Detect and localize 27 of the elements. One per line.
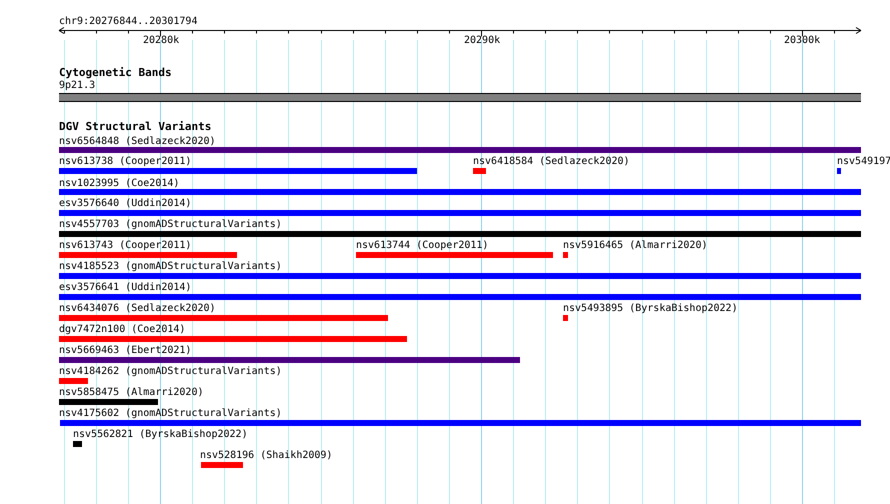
feature-label: dgv7472n100 (Coe2014) bbox=[59, 324, 186, 335]
feature-label: nsv613738 (Cooper2011) bbox=[59, 156, 192, 167]
track-title: DGV Structural Variants bbox=[59, 121, 212, 132]
feature-label: nsv6418584 (Sedlazeck2020) bbox=[473, 156, 630, 167]
feature-label: esv3576641 (Uddin2014) bbox=[59, 282, 192, 293]
feature-label: nsv528196 (Shaikh2009) bbox=[200, 450, 332, 461]
feature-label: nsv4184262 (gnomADStructuralVariants) bbox=[59, 366, 282, 377]
position-label: chr9:20276844..20301794 bbox=[59, 16, 198, 27]
feature-label: nsv6564848 (Sedlazeck2020) bbox=[59, 136, 216, 147]
feature-label: nsv4185523 (gnomADStructuralVariants) bbox=[59, 261, 282, 272]
feature-label: nsv6434076 (Sedlazeck2020) bbox=[59, 303, 216, 314]
band-label: 9p21.3 bbox=[59, 80, 96, 91]
feature-label: nsv5858475 (Almarri2020) bbox=[59, 387, 204, 398]
track-title: Cytogenetic Bands bbox=[59, 67, 172, 78]
feature-label: nsv5562821 (ByrskaBishop2022) bbox=[73, 429, 248, 440]
feature-label: nsv613744 (Cooper2011) bbox=[356, 240, 488, 251]
feature-label: nsv5669463 (Ebert2021) bbox=[59, 345, 192, 356]
feature-label: nsv5493895 (ByrskaBishop2022) bbox=[563, 303, 738, 314]
feature-label: nsv4175602 (gnomADStructuralVariants) bbox=[59, 408, 282, 419]
feature-label: nsv5916465 (Almarri2020) bbox=[563, 240, 708, 251]
feature-label: nsv613743 (Cooper2011) bbox=[59, 240, 192, 251]
tick-label: 20300k bbox=[784, 35, 820, 46]
tick-label: 20280k bbox=[143, 35, 180, 46]
feature-label: nsv4557703 (gnomADStructuralVariants) bbox=[59, 219, 282, 230]
tick-label: 20290k bbox=[464, 35, 500, 46]
feature-label: nsv1023995 (Coe2014) bbox=[59, 178, 180, 189]
feature-label: esv3576640 (Uddin2014) bbox=[59, 198, 192, 209]
